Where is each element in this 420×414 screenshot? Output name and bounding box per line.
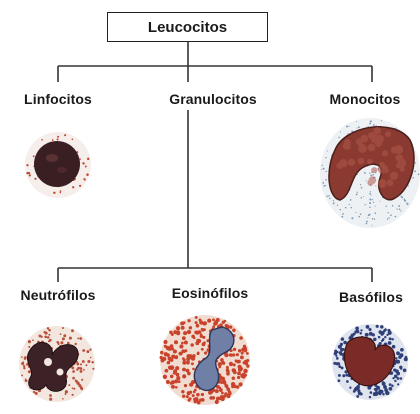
monocyte-image <box>320 118 420 228</box>
eosinophil-image <box>160 315 250 405</box>
neutrophil-image <box>19 326 95 402</box>
lymphocyte-image <box>25 132 91 198</box>
basophil-image <box>332 324 408 400</box>
